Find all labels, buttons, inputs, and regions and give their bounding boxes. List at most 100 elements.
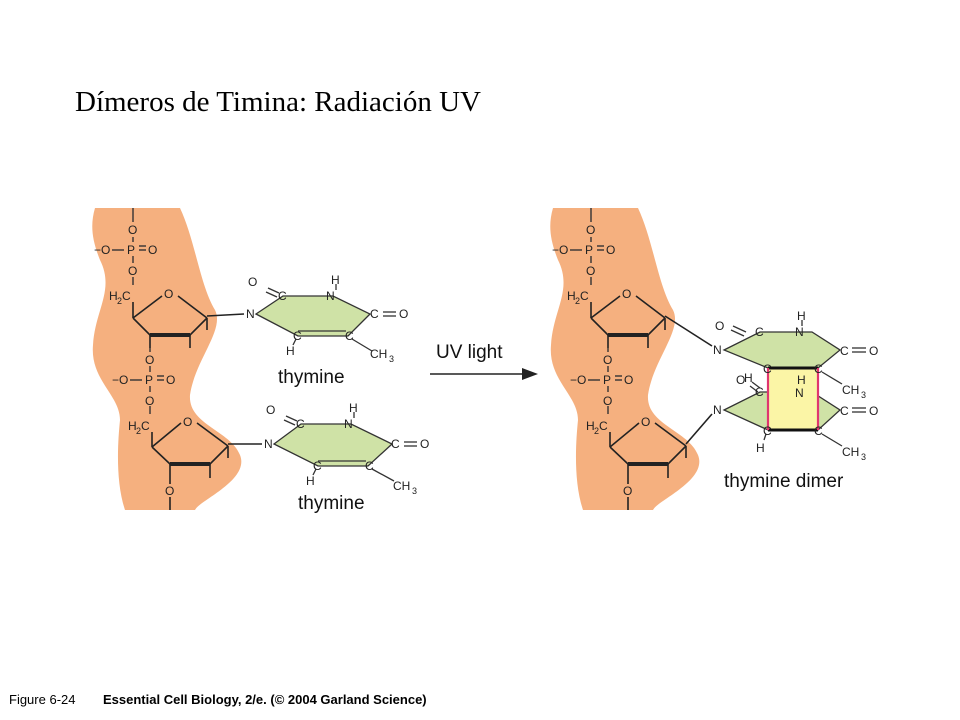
methyl-c: CH (842, 445, 859, 459)
atom-c: C (345, 329, 354, 343)
atom-n: N (713, 343, 722, 357)
subscript-3: 3 (412, 486, 417, 496)
thymine-ring-top (254, 295, 372, 337)
atom-h: H (797, 309, 806, 323)
phosphate-group-1-right (570, 208, 604, 285)
subscript-2: 2 (117, 296, 122, 306)
thymine-base-bottom: N C N C C C O H O H CH 3 thymine (264, 401, 429, 514)
atom-p: P (603, 373, 611, 387)
atom-h: H (331, 273, 340, 287)
atom-h: H (756, 441, 765, 455)
atom-o: O (869, 404, 878, 418)
sugar-ring-2-right (609, 413, 713, 510)
atom-c: C (763, 362, 772, 376)
atom-c: C (278, 289, 287, 303)
atom-h: H (128, 419, 137, 433)
atom-p: P (127, 243, 135, 257)
atom-o: O (166, 373, 175, 387)
atom-o: O (128, 223, 137, 237)
atom-neg-o: −O (552, 243, 568, 257)
figure-caption: Figure 6-24 Essential Cell Biology, 2/e.… (0, 692, 960, 712)
atom-c: C (313, 459, 322, 473)
atom-o: O (145, 394, 154, 408)
atom-o: O (641, 415, 650, 429)
atom-c: C (365, 459, 374, 473)
atom-n: N (344, 417, 353, 431)
atom-c: C (840, 404, 849, 418)
atom-n: N (795, 325, 804, 339)
atom-c: C (293, 329, 302, 343)
atom-h: H (109, 289, 118, 303)
atom-o: O (165, 484, 174, 498)
atom-c: C (370, 307, 379, 321)
methyl-c: CH (842, 383, 859, 397)
thymine-label-top: thymine (278, 367, 345, 388)
sugar-ring-1 (132, 295, 245, 348)
atom-o: O (145, 353, 154, 367)
atom-n: N (795, 386, 804, 400)
right-dna-strand: O −O P O O H 2 C O O −O (550, 208, 713, 510)
figure-number: Figure 6-24 (9, 692, 76, 707)
atom-o: O (624, 373, 633, 387)
atom-o: O (603, 394, 612, 408)
atom-o: O (869, 344, 878, 358)
atom-c: C (814, 362, 823, 376)
atom-h: H (567, 289, 576, 303)
atom-o: O (586, 264, 595, 278)
right-backbone-band (550, 208, 700, 510)
thymine-dimer-diagram: O −O P O O H 2 C O O (92, 208, 878, 514)
phosphate-group-2-right (588, 348, 622, 414)
subscript-3: 3 (861, 452, 866, 462)
atom-o: O (736, 373, 745, 387)
atom-h: H (286, 344, 295, 358)
atom-o: O (248, 275, 257, 289)
atom-p: P (145, 373, 153, 387)
slide-title: Dímeros de Timina: Radiación UV (75, 86, 481, 118)
atom-o: O (606, 243, 615, 257)
atom-c: C (755, 325, 764, 339)
atom-c: C (755, 385, 764, 399)
left-backbone-band (92, 208, 242, 510)
atom-h: H (744, 371, 753, 385)
uv-light-label: UV light (436, 342, 503, 363)
atom-n: N (246, 307, 255, 321)
atom-c: C (141, 419, 150, 433)
arrow-head (522, 368, 538, 380)
atom-c: C (391, 437, 400, 451)
thymine-dimer: N C N C C C O H O H CH 3 N O C H N C O C… (713, 309, 878, 492)
subscript-3: 3 (861, 390, 866, 400)
thymine-base-top: N C N C C C O H O H CH 3 thymine (246, 273, 408, 388)
atom-o: O (399, 307, 408, 321)
subscript-2: 2 (594, 426, 599, 436)
uv-arrow: UV light (430, 342, 538, 380)
atom-c: C (580, 289, 589, 303)
atom-h: H (349, 401, 358, 415)
atom-neg-o: −O (94, 243, 110, 257)
atom-o: O (183, 415, 192, 429)
atom-o: O (420, 437, 429, 451)
subscript-3: 3 (389, 354, 394, 364)
atom-n: N (264, 437, 273, 451)
atom-o: O (128, 264, 137, 278)
methyl-c: CH (370, 347, 387, 361)
atom-neg-o: −O (112, 373, 128, 387)
thymine-label-bottom: thymine (298, 493, 365, 514)
atom-h: H (306, 474, 315, 488)
atom-n: N (713, 403, 722, 417)
methyl-c: CH (393, 479, 410, 493)
phosphate-group-1 (112, 208, 146, 285)
atom-h: H (586, 419, 595, 433)
atom-o: O (266, 403, 275, 417)
atom-c: C (840, 344, 849, 358)
thymine-ring-bottom (272, 423, 394, 467)
atom-c: C (296, 417, 305, 431)
atom-o: O (164, 287, 173, 301)
atom-c: C (122, 289, 131, 303)
atom-neg-o: −O (570, 373, 586, 387)
atom-c: C (814, 424, 823, 438)
atom-n: N (326, 289, 335, 303)
atom-o: O (148, 243, 157, 257)
subscript-2: 2 (575, 296, 580, 306)
atom-o: O (715, 319, 724, 333)
atom-o: O (623, 484, 632, 498)
